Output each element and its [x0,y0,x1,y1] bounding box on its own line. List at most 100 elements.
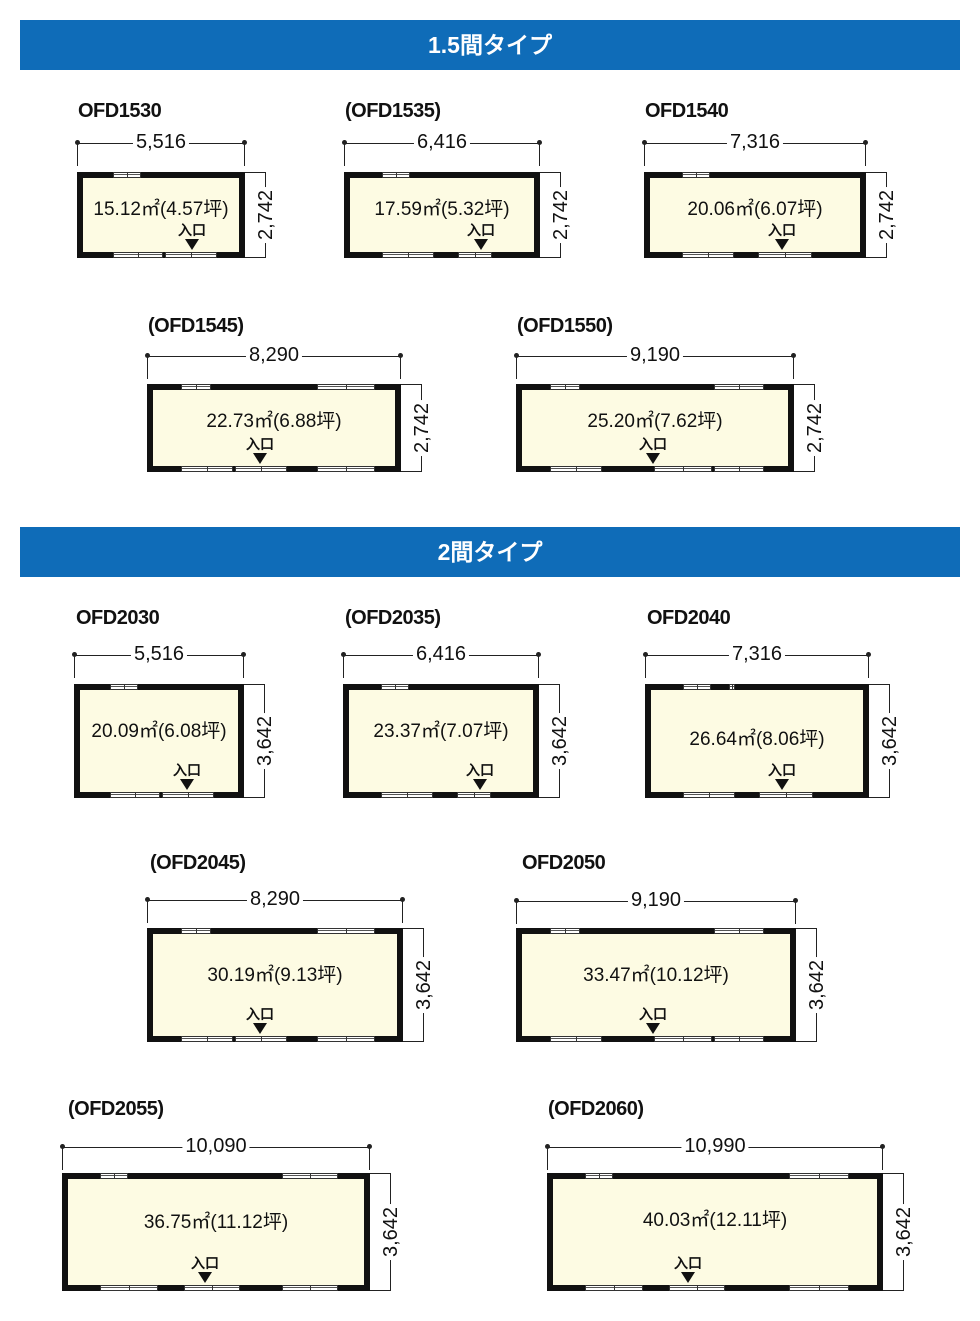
room-outline-ofd1530: 15.12㎡(4.57坪)入口 [77,172,245,258]
window-opening [184,1285,240,1291]
window-opening [682,172,710,178]
entrance-arrow-icon [775,239,789,250]
room-outline-ofd1550: 25.20㎡(7.62坪)入口 [516,384,794,472]
window-opening [683,792,735,798]
dimension-tick [368,1173,390,1174]
floor-area-label: 23.37㎡(7.07坪) [373,721,509,742]
entrance-label: 入口 [674,1255,702,1271]
width-dimension-label: 7,316 [728,641,786,667]
room-outline-ofd1540: 20.06㎡(6.07坪) 入口 [644,172,866,258]
dimension-tick [367,1144,372,1170]
dimension-tick [398,353,403,379]
depth-dimension-ofd1545: 2,742 [399,384,434,472]
dimension-tick [794,928,816,929]
depth-dimension-label: 2,742 [253,186,278,244]
width-dimension-ofd1550: 9,190 [514,342,796,379]
window-opening [282,1285,338,1291]
floor-area-label: 25.20㎡(7.62坪) [587,411,723,432]
dimension-tick [794,1041,816,1042]
window-opening [458,252,492,258]
width-dimension-label: 8,290 [245,342,303,368]
entrance-label: 入口 [768,762,796,778]
dimension-tick [867,684,889,685]
window-opening [181,466,233,472]
dimension-tick [368,1290,390,1291]
window-opening [317,928,375,934]
floor-area-label: 15.12㎡(4.57坪) [93,199,229,220]
dimension-tick [145,353,150,379]
width-dimension-ofd1535: 6,416 [342,129,542,166]
plan-code-ofd1545: (OFD1545) [148,315,244,337]
entrance-arrow-icon [180,779,194,790]
depth-dimension-label: 2,742 [802,399,827,457]
width-dimension-label: 6,416 [413,129,471,155]
dimension-tick [538,172,560,173]
entrance-arrow-icon [681,1272,695,1283]
entrance-arrow-icon [646,453,660,464]
floor-area-label: 20.06㎡(6.07坪) [687,199,823,220]
room-outline-ofd2035: 23.37㎡(7.07坪) 入口 [343,684,539,798]
width-dimension-ofd2035: 6,416 [341,641,541,678]
dimension-tick [241,652,246,678]
dimension-tick [342,140,347,166]
plan-code-ofd2060: (OFD2060) [548,1098,644,1120]
room-outline-ofd2060: 40.03㎡(12.11坪)入口 [547,1173,883,1291]
entrance-marker: 入口 [673,1256,703,1283]
entrance-arrow-icon [253,1023,267,1034]
entrance-marker: 入口 [245,437,275,464]
width-dimension-ofd2030: 5,516 [72,641,246,678]
width-dimension-ofd2060: 10,990 [545,1133,885,1170]
dimension-tick [881,1290,903,1291]
width-dimension-label: 5,516 [132,129,190,155]
dimension-tick [867,797,889,798]
width-dimension-ofd2050: 9,190 [514,887,798,924]
window-opening [550,928,580,934]
entrance-label: 入口 [639,1006,667,1022]
width-dimension-ofd1540: 7,316 [642,129,868,166]
dimension-tick [399,471,421,472]
depth-dimension-label: 2,742 [874,186,899,244]
room-outline-ofd2030: 20.09㎡(6.08坪)入口 [74,684,244,798]
entrance-label: 入口 [191,1255,219,1271]
entrance-label: 入口 [246,1006,274,1022]
window-opening [381,684,409,690]
floor-area-label: 26.64㎡(8.06坪) [689,729,825,750]
window-opening [669,1285,725,1291]
window-opening [382,252,434,258]
dimension-tick [791,353,796,379]
entrance-arrow-icon [185,239,199,250]
room-outline-ofd2045: 30.19㎡(9.13坪)入口 [147,928,403,1042]
dimension-tick [341,652,346,678]
room-outline-ofd2055: 36.75㎡(11.12坪) 入口 [62,1173,370,1291]
dimension-tick [401,1041,423,1042]
width-dimension-label: 7,316 [726,129,784,155]
dimension-tick [243,257,265,258]
dimension-tick [242,140,247,166]
dimension-tick [864,257,886,258]
dimension-tick [401,928,423,929]
entrance-label: 入口 [466,762,494,778]
depth-dimension-label: 3,642 [411,956,436,1014]
entrance-label: 入口 [768,222,796,238]
depth-dimension-ofd2060: 3,642 [881,1173,916,1291]
depth-dimension-ofd2030: 3,642 [242,684,277,798]
depth-dimension-label: 3,642 [804,956,829,1014]
window-opening [714,1036,764,1042]
floor-area-label: 36.75㎡(11.12坪) [143,1212,289,1233]
dimension-tick [537,140,542,166]
depth-dimension-label: 3,642 [891,1203,916,1261]
window-opening [162,792,214,798]
depth-dimension-label: 3,642 [547,712,572,770]
entrance-marker: 入口 [767,763,797,790]
entrance-arrow-icon [253,453,267,464]
room-outline-ofd2050: 33.47㎡(10.12坪)入口 [516,928,796,1042]
window-opening [235,466,287,472]
width-dimension-label: 10,990 [681,1133,749,1159]
window-opening [550,384,580,390]
entrance-label: 入口 [246,436,274,452]
plan-code-ofd1550: (OFD1550) [517,315,613,337]
dimension-tick [863,140,868,166]
window-opening [382,172,410,178]
dimension-tick [880,1144,885,1170]
window-opening [381,792,433,798]
